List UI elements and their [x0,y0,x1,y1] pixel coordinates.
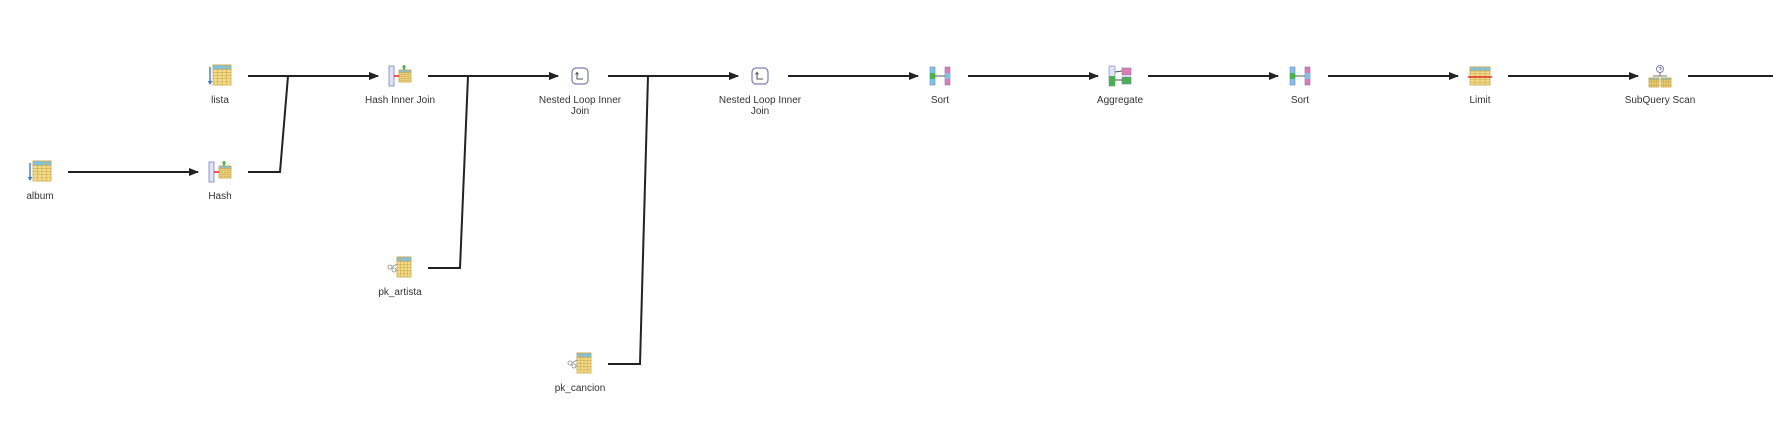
edge-pk-cancion-to-nested-loop-2 [608,72,739,365]
plan-node-label: Hash [208,191,232,202]
sort-icon [927,63,953,89]
index-scan-icon [567,351,593,377]
plan-node-sort-2[interactable]: Sort [1250,63,1350,106]
plan-node-label: Limit [1469,95,1491,106]
limit-icon [1467,63,1493,89]
plan-node-hash[interactable]: Hash [170,159,270,202]
aggregate-icon [1107,63,1133,89]
plan-node-aggregate[interactable]: Aggregate [1070,63,1170,106]
plan-node-label: Nested Loop Inner Join [538,95,622,117]
edge-pk-artista-to-nested-loop-1 [428,72,559,269]
sort-icon [1287,63,1313,89]
plan-node-label: pk_artista [378,287,422,298]
plan-node-label: album [26,191,54,202]
plan-node-label: pk_cancion [554,383,606,394]
plan-node-pk-cancion[interactable]: pk_cancion [530,351,630,394]
plan-node-subquery-scan[interactable]: SubQuery Scan [1610,63,1710,106]
plan-node-pk-artista[interactable]: pk_artista [350,255,450,298]
plan-node-lista[interactable]: lista [170,63,270,106]
hash-icon [207,159,233,185]
plan-node-label: SubQuery Scan [1624,95,1696,106]
nested-loop-icon [567,63,593,89]
plan-node-label: Sort [930,95,950,106]
hash-join-icon [387,63,413,89]
index-scan-icon [387,255,413,281]
seq-scan-table-icon [207,63,233,89]
edge-hash-to-hash-inner-join [248,72,379,173]
plan-node-label: Nested Loop Inner Join [718,95,802,117]
seq-scan-table-icon [27,159,53,185]
plan-node-hash-inner-join[interactable]: Hash Inner Join [350,63,450,106]
subquery-scan-icon [1647,63,1673,89]
plan-node-album[interactable]: album [0,159,90,202]
plan-node-label: Hash Inner Join [364,95,436,106]
plan-node-limit[interactable]: Limit [1430,63,1530,106]
plan-node-sort-1[interactable]: Sort [890,63,990,106]
plan-node-label: lista [211,95,229,106]
plan-node-label: Sort [1290,95,1310,106]
nested-loop-icon [747,63,773,89]
plan-node-label: Aggregate [1096,95,1144,106]
plan-node-nested-loop-1[interactable]: Nested Loop Inner Join [530,63,630,117]
plan-node-nested-loop-2[interactable]: Nested Loop Inner Join [710,63,810,117]
